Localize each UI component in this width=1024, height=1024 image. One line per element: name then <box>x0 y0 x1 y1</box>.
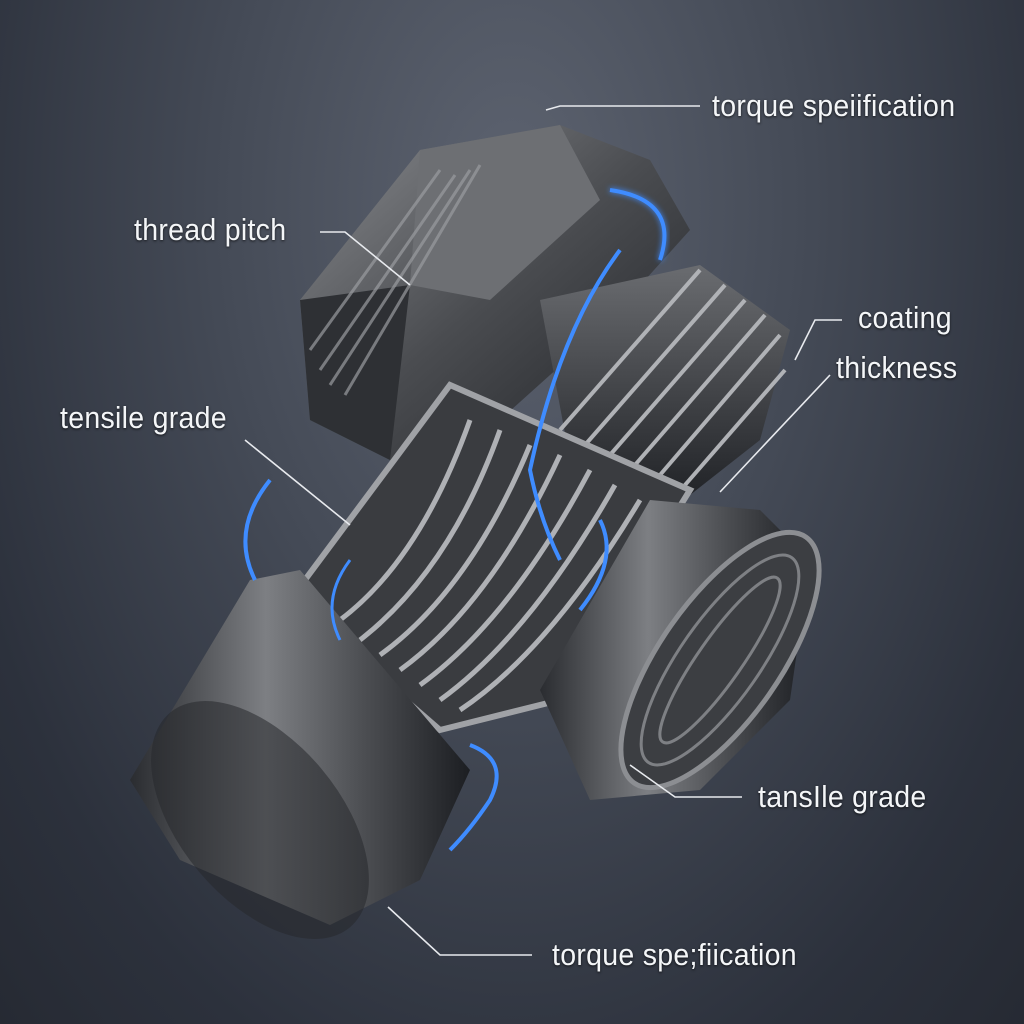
threaded-shank <box>540 265 790 495</box>
leader-lines <box>244 105 842 956</box>
leader-tensile-left <box>244 439 351 526</box>
bolt-head <box>300 125 690 460</box>
leader-thickness <box>719 374 831 493</box>
leader-tensile-right <box>629 764 742 798</box>
bolt-end-cylinder <box>130 570 470 939</box>
label-coating: coating <box>858 300 952 335</box>
label-torque-specification-top: torque speiification <box>712 88 956 123</box>
energy-glow <box>243 188 667 852</box>
leader-coating <box>794 319 842 361</box>
leader-top-torque <box>545 105 700 111</box>
label-thread-pitch: thread pitch <box>134 212 287 247</box>
label-tensile-grade-left: tensile grade <box>60 400 227 435</box>
label-thickness: thickness <box>836 350 958 385</box>
flange-nut <box>540 500 822 800</box>
label-torque-specification-bottom: torque spe;fiication <box>552 937 797 972</box>
label-tensile-grade-right: tansIle grade <box>758 779 927 814</box>
leader-thread-pitch <box>320 231 411 286</box>
leader-bottom-torque <box>387 906 532 956</box>
